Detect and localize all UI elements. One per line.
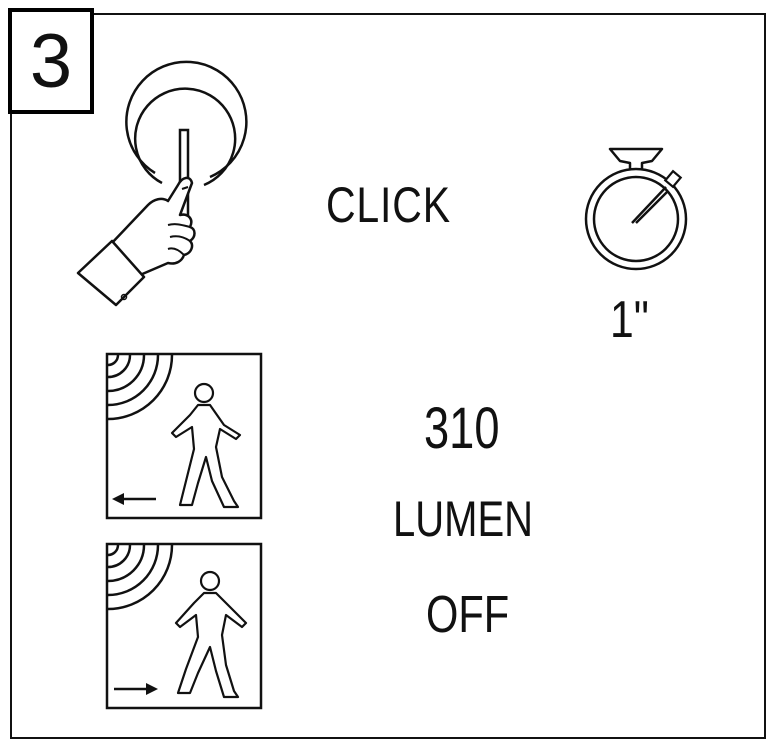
motion-sensor-approach-icon (105, 352, 263, 520)
hand-press-power-icon (76, 60, 248, 307)
lumen-value: 310 (424, 396, 500, 461)
lumen-unit: LUMEN (393, 491, 534, 547)
action-label: CLICK (326, 177, 451, 233)
motion-sensor-leave-icon (105, 542, 263, 710)
hold-duration: 1" (610, 291, 649, 349)
step-number-box: 3 (8, 8, 94, 114)
instruction-panel (10, 13, 766, 739)
step-number: 3 (29, 19, 73, 104)
light-state: OFF (426, 586, 510, 644)
stopwatch-icon (584, 147, 688, 271)
